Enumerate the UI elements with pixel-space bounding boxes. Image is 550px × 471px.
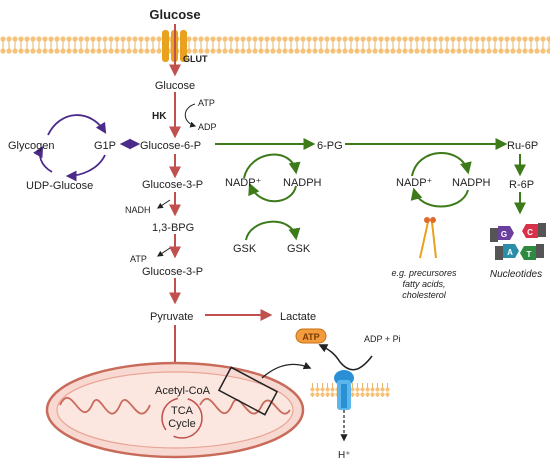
- lactate-label: Lactate: [280, 311, 316, 323]
- zoom-box: [217, 366, 279, 416]
- nadp-label-2: NADP⁺: [396, 177, 433, 189]
- cofactor-arrows: [157, 103, 197, 257]
- pyruvate-label: Pyruvate: [150, 311, 193, 323]
- acetyl-coa-label: Acetyl-CoA: [155, 385, 211, 397]
- ru6p-label: Ru-6P: [507, 140, 538, 152]
- 6pg-label: 6-PG: [317, 140, 343, 152]
- glut-label: GLUT: [183, 54, 208, 64]
- nucleotide-g-label: G: [501, 230, 507, 239]
- precursors-icon: [419, 217, 437, 259]
- gsk-label-1: GSK: [233, 243, 257, 255]
- gsk-label-2: GSK: [287, 243, 311, 255]
- nadp-label-1: NADP⁺: [225, 177, 262, 189]
- tca-label: TCA: [171, 405, 194, 417]
- g1p-label: G1P: [94, 140, 116, 152]
- bpg-label: 1,3-BPG: [152, 222, 194, 234]
- nadph-label-1: NADPH: [283, 177, 322, 189]
- mitochondrion: [45, 361, 305, 459]
- nucleotide-a-label: A: [507, 248, 513, 257]
- cycle-label: Cycle: [168, 418, 196, 430]
- zoom-arrow: [261, 361, 312, 379]
- nucleotides-icon: [490, 223, 546, 260]
- glycogen-cycle-arrows: [33, 114, 141, 182]
- glucose-3-p-label-1: Glucose-3-P: [142, 179, 203, 191]
- nadh-label: NADH: [125, 205, 151, 215]
- adp-hk-label: ADP: [198, 122, 217, 132]
- atp-glycolysis-label: ATP: [130, 254, 147, 264]
- nucleotides-label: Nucleotides: [490, 269, 542, 280]
- precursors-label-2: fatty acids,: [402, 279, 445, 289]
- r6p-label: R-6P: [509, 179, 534, 191]
- nucleotide-t-label: T: [527, 250, 532, 259]
- atp-pill-label: ATP: [302, 332, 319, 342]
- adp-pi-label: ADP + Pi: [364, 334, 401, 344]
- nadph-label-2: NADPH: [452, 177, 491, 189]
- proton-label: H⁺: [338, 450, 351, 461]
- precursors-label-1: e.g. precursores: [391, 268, 457, 278]
- atp-hk-label: ATP: [198, 98, 215, 108]
- nucleotide-c-label: C: [527, 228, 533, 237]
- cell-membrane: [0, 36, 550, 54]
- precursors-label-3: cholesterol: [402, 290, 447, 300]
- glucose-label: Glucose: [155, 80, 195, 92]
- udp-glucose-label: UDP-Glucose: [26, 180, 93, 192]
- glucose-3-p-label-2: Glucose-3-P: [142, 266, 203, 278]
- glucose-6-p-label: Glucose-6-P: [140, 140, 201, 152]
- pentose-phosphate-arrows: [215, 138, 526, 241]
- glucose-extracellular-label: Glucose: [149, 7, 200, 22]
- glycogen-label: Glycogen: [8, 140, 54, 152]
- hk-label: HK: [152, 111, 167, 122]
- atp-production-arrow: [318, 344, 373, 371]
- atp-synthase-icon: [334, 370, 354, 410]
- glycolysis-arrows: [169, 24, 273, 383]
- atp-pill-icon: [295, 328, 327, 344]
